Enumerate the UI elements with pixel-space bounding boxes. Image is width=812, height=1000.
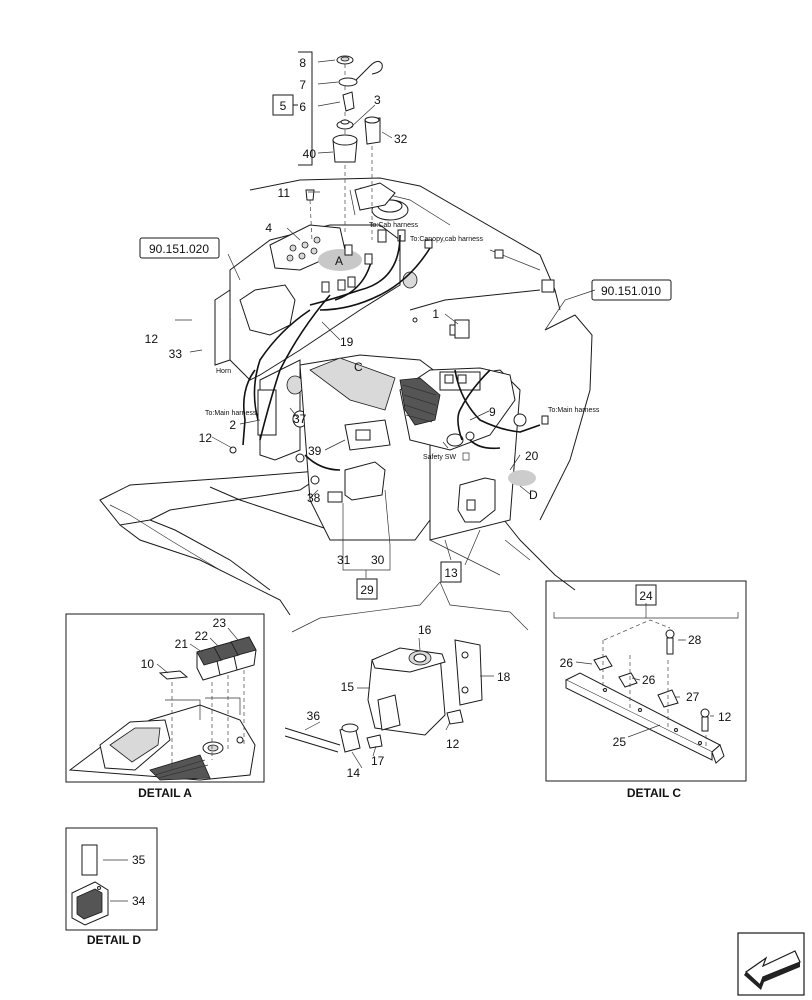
callout-6: 6 <box>299 100 306 114</box>
view-letter-c: C <box>354 360 363 374</box>
note-main-harness-right: To:Main harness <box>548 407 600 414</box>
callout-20: 20 <box>525 449 539 463</box>
detail-a-frame <box>65 613 265 783</box>
note-safety-sw: Safety SW <box>423 454 456 461</box>
callout-12-tank: 12 <box>446 737 460 751</box>
callout-27: 27 <box>686 690 700 704</box>
callout-box-29 <box>356 578 378 600</box>
view-letter-d: D <box>529 488 538 502</box>
callout-box-24 <box>635 584 657 606</box>
callout-39: 39 <box>308 444 322 458</box>
callout-23: 23 <box>213 616 227 630</box>
callout-7: 7 <box>299 78 306 92</box>
callout-35: 35 <box>132 853 146 867</box>
caption-detail-d: DETAIL D <box>87 933 142 947</box>
callout-17: 17 <box>371 754 385 768</box>
callout-34: 34 <box>132 894 146 908</box>
callout-13: 13 <box>444 566 458 580</box>
callout-33: 33 <box>169 347 183 361</box>
callout-15: 15 <box>341 680 355 694</box>
note-cab-harness: To:Cab harness <box>369 222 419 229</box>
callout-19: 19 <box>340 335 354 349</box>
view-letter-a: A <box>335 254 343 268</box>
washer-tank-group <box>284 637 494 769</box>
wire-harnesses <box>242 234 549 471</box>
callout-26-right: 26 <box>642 673 656 687</box>
callout-31: 31 <box>337 553 351 567</box>
detail-c-group <box>545 580 747 782</box>
safety-sw-symbol <box>462 452 470 461</box>
callout-30: 30 <box>371 553 385 567</box>
callout-12-lower: 12 <box>199 431 213 445</box>
reference-box-1 <box>139 237 220 259</box>
callout-16: 16 <box>418 623 432 637</box>
callout-3: 3 <box>374 93 381 107</box>
note-horn: Horn <box>216 368 231 375</box>
callout-29: 29 <box>360 583 374 597</box>
callout-8: 8 <box>299 56 306 70</box>
callout-38: 38 <box>307 491 321 505</box>
callout-4: 4 <box>265 221 272 235</box>
detail-connectors <box>291 581 529 633</box>
caption-detail-c: DETAIL C <box>627 786 682 800</box>
detail-a-group <box>65 613 265 783</box>
key-switch-stack <box>293 51 383 241</box>
leader-lines <box>175 59 596 578</box>
note-main-harness-left: To:Main harness <box>205 410 257 417</box>
detail-c-frame <box>545 580 747 782</box>
callout-12-c: 12 <box>718 710 732 724</box>
arrow-down-left-icon[interactable] <box>737 932 805 996</box>
callout-14: 14 <box>347 766 361 780</box>
callout-10: 10 <box>141 657 155 671</box>
callout-11: 11 <box>278 186 291 200</box>
callout-37: 37 <box>293 412 307 426</box>
callout-5: 5 <box>280 99 287 113</box>
callout-24: 24 <box>639 589 653 603</box>
callout-28: 28 <box>688 633 702 647</box>
callout-22: 22 <box>195 629 209 643</box>
reference-label-2: 90.151.010 <box>601 284 661 298</box>
callout-32: 32 <box>394 132 408 146</box>
callout-25: 25 <box>613 735 627 749</box>
callout-box-13 <box>440 561 462 583</box>
detail-d-frame <box>65 827 158 931</box>
callout-12-left: 12 <box>145 332 159 346</box>
detail-d-group <box>65 827 158 931</box>
callout-36: 36 <box>307 709 321 723</box>
callout-40: 40 <box>303 147 317 161</box>
callout-box-5 <box>272 94 294 116</box>
callout-26-left: 26 <box>560 656 574 670</box>
callout-18: 18 <box>497 670 511 684</box>
reference-label-1: 90.151.020 <box>149 242 209 256</box>
callout-1: 1 <box>432 307 439 321</box>
caption-detail-a: DETAIL A <box>138 786 192 800</box>
note-canopy-harness: To:Canopy,cab harness <box>410 236 484 243</box>
callout-2: 2 <box>229 418 236 432</box>
seat-base <box>229 319 536 541</box>
callout-21: 21 <box>175 637 189 651</box>
callout-9: 9 <box>489 405 496 419</box>
reference-box-2 <box>591 279 672 301</box>
